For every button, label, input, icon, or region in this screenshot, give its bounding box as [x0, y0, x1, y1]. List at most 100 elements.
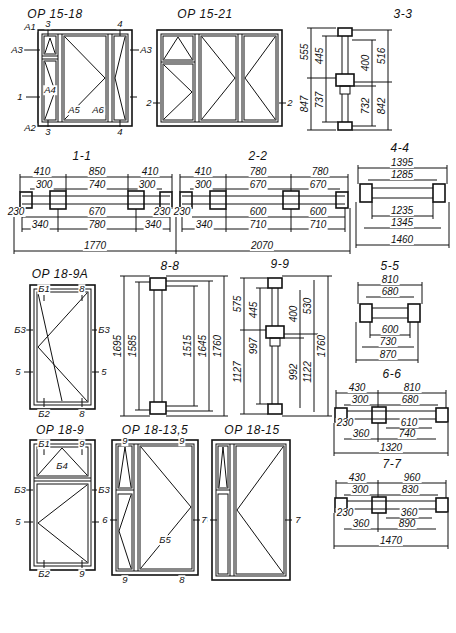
- callout-mark: 4: [116, 127, 123, 137]
- drawing-stroke: [328, 276, 329, 416]
- drawing-stroke: [350, 208, 351, 254]
- drawing-stroke: [114, 36, 126, 120]
- drawing-stroke: [448, 423, 449, 456]
- callout-mark: Б5: [158, 535, 171, 545]
- drawing-stroke: [338, 122, 352, 130]
- callout-mark: Б3: [13, 325, 26, 335]
- drawing-stroke: [446, 390, 447, 408]
- drawing-stroke: [161, 62, 195, 63]
- drawing-stroke: [82, 398, 83, 407]
- dimension-label: 1470: [379, 536, 403, 546]
- drawing-stroke: [135, 282, 150, 283]
- drawing-stroke: [436, 498, 448, 512]
- drawing-stroke: [202, 37, 235, 119]
- drawing-stroke: [48, 120, 49, 127]
- drawing-stroke: [234, 444, 235, 576]
- view-title: ОР 15-18: [26, 8, 83, 20]
- drawing-stroke: [140, 446, 192, 569]
- drawing-stroke: [278, 288, 279, 326]
- drawing-stroke: [240, 278, 268, 279]
- drawing-stroke: [356, 322, 357, 363]
- drawing-stroke: [322, 36, 338, 37]
- drawing-stroke: [238, 34, 239, 122]
- drawing-stroke: [34, 481, 91, 482]
- dimension-label: 847: [300, 95, 310, 114]
- drawing-stroke: [336, 390, 337, 408]
- dimension-label: 600: [249, 207, 268, 217]
- drawing-stroke: [38, 448, 87, 475]
- drawing-stroke: [447, 165, 448, 184]
- drawing-stroke: [230, 444, 231, 576]
- drawing-stroke: [352, 40, 376, 41]
- drawing-stroke: [58, 209, 59, 232]
- drawing-stroke: [358, 165, 359, 184]
- callout-mark: 9: [78, 569, 85, 579]
- dimension-label: 870: [379, 350, 398, 360]
- drawing-stroke: [160, 192, 172, 208]
- callout-mark: Б3: [97, 325, 110, 335]
- drawing-stroke: [210, 191, 226, 209]
- drawing-stroke: [266, 326, 284, 338]
- dimension-label: 1695: [113, 334, 123, 358]
- drawing-stroke: [314, 280, 315, 412]
- drawing-stroke: [26, 490, 33, 491]
- drawing-stroke: [34, 444, 91, 566]
- drawing-stroke: [338, 28, 352, 36]
- drawing-stroke: [307, 28, 336, 29]
- drawing-stroke: [209, 281, 210, 411]
- drawing-stroke: [64, 36, 106, 120]
- drawing-stroke: [372, 318, 408, 319]
- drawing-stroke: [348, 174, 349, 192]
- horizontal-section: [334, 390, 448, 456]
- drawing-stroke: [193, 520, 200, 521]
- drawing-stroke: [26, 97, 40, 98]
- drawing-stroke: [370, 322, 371, 338]
- drawing-stroke: [240, 414, 268, 415]
- dimension-label: 780: [88, 220, 107, 230]
- dimension-label: 1345: [390, 218, 414, 228]
- drawing-stroke: [352, 130, 392, 131]
- dimension-label: 670: [249, 180, 268, 190]
- drawing-stroke: [372, 407, 386, 423]
- drawing-stroke: [82, 560, 83, 568]
- drawing-stroke: [282, 416, 332, 417]
- dimension-label: 516: [377, 47, 387, 66]
- dimension-label: 360: [352, 519, 371, 529]
- dimension-label: 230: [153, 207, 172, 217]
- drawing-stroke: [358, 282, 359, 304]
- dimension-label: 1127: [233, 360, 243, 384]
- drawing-stroke: [433, 184, 445, 202]
- drawing-stroke: [182, 196, 345, 197]
- window-elevation: [153, 30, 286, 126]
- drawing-stroke: [336, 74, 354, 86]
- drawing-stroke: [307, 130, 336, 131]
- dimension-label: 360: [352, 429, 371, 439]
- drawing-stroke: [348, 36, 349, 74]
- drawing-stroke: [279, 103, 286, 104]
- drawing-stroke: [166, 276, 228, 277]
- drawing-stroke: [119, 447, 131, 487]
- drawing-stroke: [134, 444, 135, 571]
- dimension-label: 992: [289, 363, 299, 382]
- drawing-stroke: [119, 495, 131, 568]
- drawing-stroke: [284, 338, 304, 339]
- drawing-stroke: [300, 290, 301, 408]
- view-title: ОР 18-9: [35, 424, 85, 436]
- drawing-stroke: [334, 423, 335, 456]
- callout-mark: 9: [121, 575, 128, 585]
- dimension-label: 410: [194, 167, 213, 177]
- drawing-stroke: [372, 202, 373, 219]
- drawing-stroke: [180, 192, 192, 208]
- drawing-stroke: [237, 447, 283, 573]
- drawing-stroke: [163, 36, 193, 60]
- callout-mark: Б4: [55, 461, 68, 471]
- dimension-label: 1770: [83, 241, 107, 251]
- drawing-stroke: [26, 330, 33, 331]
- horizontal-section: [356, 282, 422, 363]
- drawing-stroke: [224, 276, 225, 416]
- drawing-stroke: [154, 290, 155, 402]
- drawing-stroke: [372, 198, 433, 199]
- callout-mark: 6: [101, 515, 108, 525]
- dimension-label: 740: [88, 180, 107, 190]
- dimension-label: 340: [195, 220, 214, 230]
